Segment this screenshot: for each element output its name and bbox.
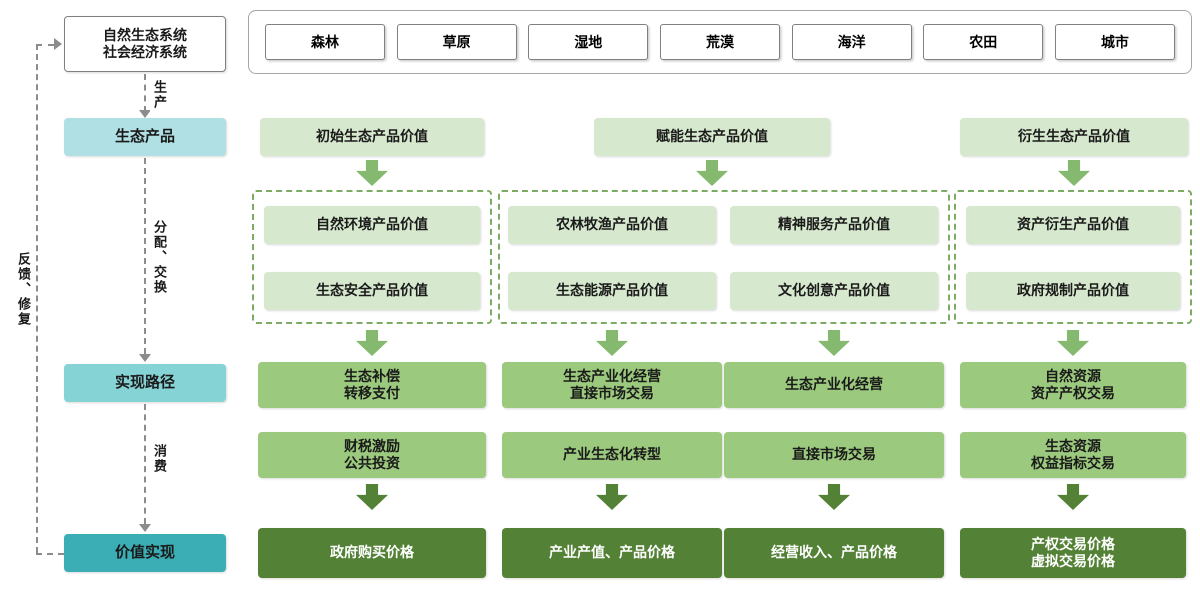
value-header-empowered: 赋能生态产品价值 xyxy=(594,118,830,156)
value-header-derived: 衍生生态产品价值 xyxy=(960,118,1188,156)
outcome-box: 产权交易价格 虚拟交易价格 xyxy=(960,528,1186,578)
path-box: 财税激励 公共投资 xyxy=(258,432,486,478)
ecosystem-item-grassland: 草原 xyxy=(396,24,517,60)
feedback-line-bottom xyxy=(36,553,64,555)
path-box: 生态补偿 转移支付 xyxy=(258,362,486,408)
outcome-box: 政府购买价格 xyxy=(258,528,486,578)
ecosystem-strip: 森林 草原 湿地 荒漠 海洋 农田 城市 xyxy=(248,10,1192,74)
ecosystem-item-forest: 森林 xyxy=(265,24,385,60)
label-production: 生产 xyxy=(150,78,169,112)
arrowhead-down-icon xyxy=(139,354,151,362)
value-item: 农林牧渔产品价值 xyxy=(508,206,716,244)
down-arrow-icon xyxy=(1058,160,1090,186)
stage-value-realization: 价值实现 xyxy=(64,534,226,572)
value-group-derived xyxy=(954,190,1192,324)
path-box: 生态产业化经营 直接市场交易 xyxy=(502,362,722,408)
label-feedback-repair: 反馈、修复 xyxy=(14,250,33,329)
path-box: 生态产业化经营 xyxy=(724,362,944,408)
down-arrow-icon xyxy=(1057,484,1089,510)
label-consumption: 消费 xyxy=(150,442,169,476)
value-group-empowered xyxy=(498,190,950,324)
path-box: 产业生态化转型 xyxy=(502,432,722,478)
down-arrow-icon xyxy=(1057,330,1089,356)
connector-production-line xyxy=(144,74,146,112)
outcome-box: 产业产值、产品价格 xyxy=(502,528,722,578)
down-arrow-icon xyxy=(818,484,850,510)
value-item: 资产衍生产品价值 xyxy=(966,206,1180,244)
ecosystem-item-wetland: 湿地 xyxy=(528,24,649,60)
connector-distribution-line xyxy=(144,158,146,354)
value-group-initial xyxy=(252,190,492,324)
path-box: 直接市场交易 xyxy=(724,432,944,478)
value-item: 生态能源产品价值 xyxy=(508,272,716,310)
stage-realization-path: 实现路径 xyxy=(64,364,226,402)
arrowhead-right-icon xyxy=(54,38,62,50)
label-distribution-exchange: 分配、交换 xyxy=(150,218,169,297)
down-arrow-icon xyxy=(696,160,728,186)
down-arrow-icon xyxy=(356,160,388,186)
connector-consumption-line xyxy=(144,404,146,524)
ecosystem-item-desert: 荒漠 xyxy=(659,24,780,60)
stage-eco-product: 生态产品 xyxy=(64,118,226,156)
value-item: 自然环境产品价值 xyxy=(264,206,480,244)
down-arrow-icon xyxy=(356,484,388,510)
system-box: 自然生态系统 社会经济系统 xyxy=(64,16,226,72)
path-box: 生态资源 权益指标交易 xyxy=(960,432,1186,478)
arrowhead-down-icon xyxy=(139,524,151,532)
outcome-box: 经营收入、产品价格 xyxy=(724,528,944,578)
down-arrow-icon xyxy=(356,330,388,356)
value-item: 政府规制产品价值 xyxy=(966,272,1180,310)
value-item: 生态安全产品价值 xyxy=(264,272,480,310)
down-arrow-icon xyxy=(596,484,628,510)
value-header-initial: 初始生态产品价值 xyxy=(260,118,484,156)
feedback-line-top xyxy=(36,44,54,46)
ecosystem-item-farmland: 农田 xyxy=(923,24,1044,60)
ecosystem-item-city: 城市 xyxy=(1054,24,1175,60)
path-box: 自然资源 资产产权交易 xyxy=(960,362,1186,408)
value-item: 文化创意产品价值 xyxy=(730,272,938,310)
down-arrow-icon xyxy=(818,330,850,356)
feedback-line-vertical xyxy=(36,44,38,553)
ecosystem-item-ocean: 海洋 xyxy=(791,24,912,60)
value-item: 精神服务产品价值 xyxy=(730,206,938,244)
arrowhead-down-icon xyxy=(139,110,151,118)
down-arrow-icon xyxy=(596,330,628,356)
